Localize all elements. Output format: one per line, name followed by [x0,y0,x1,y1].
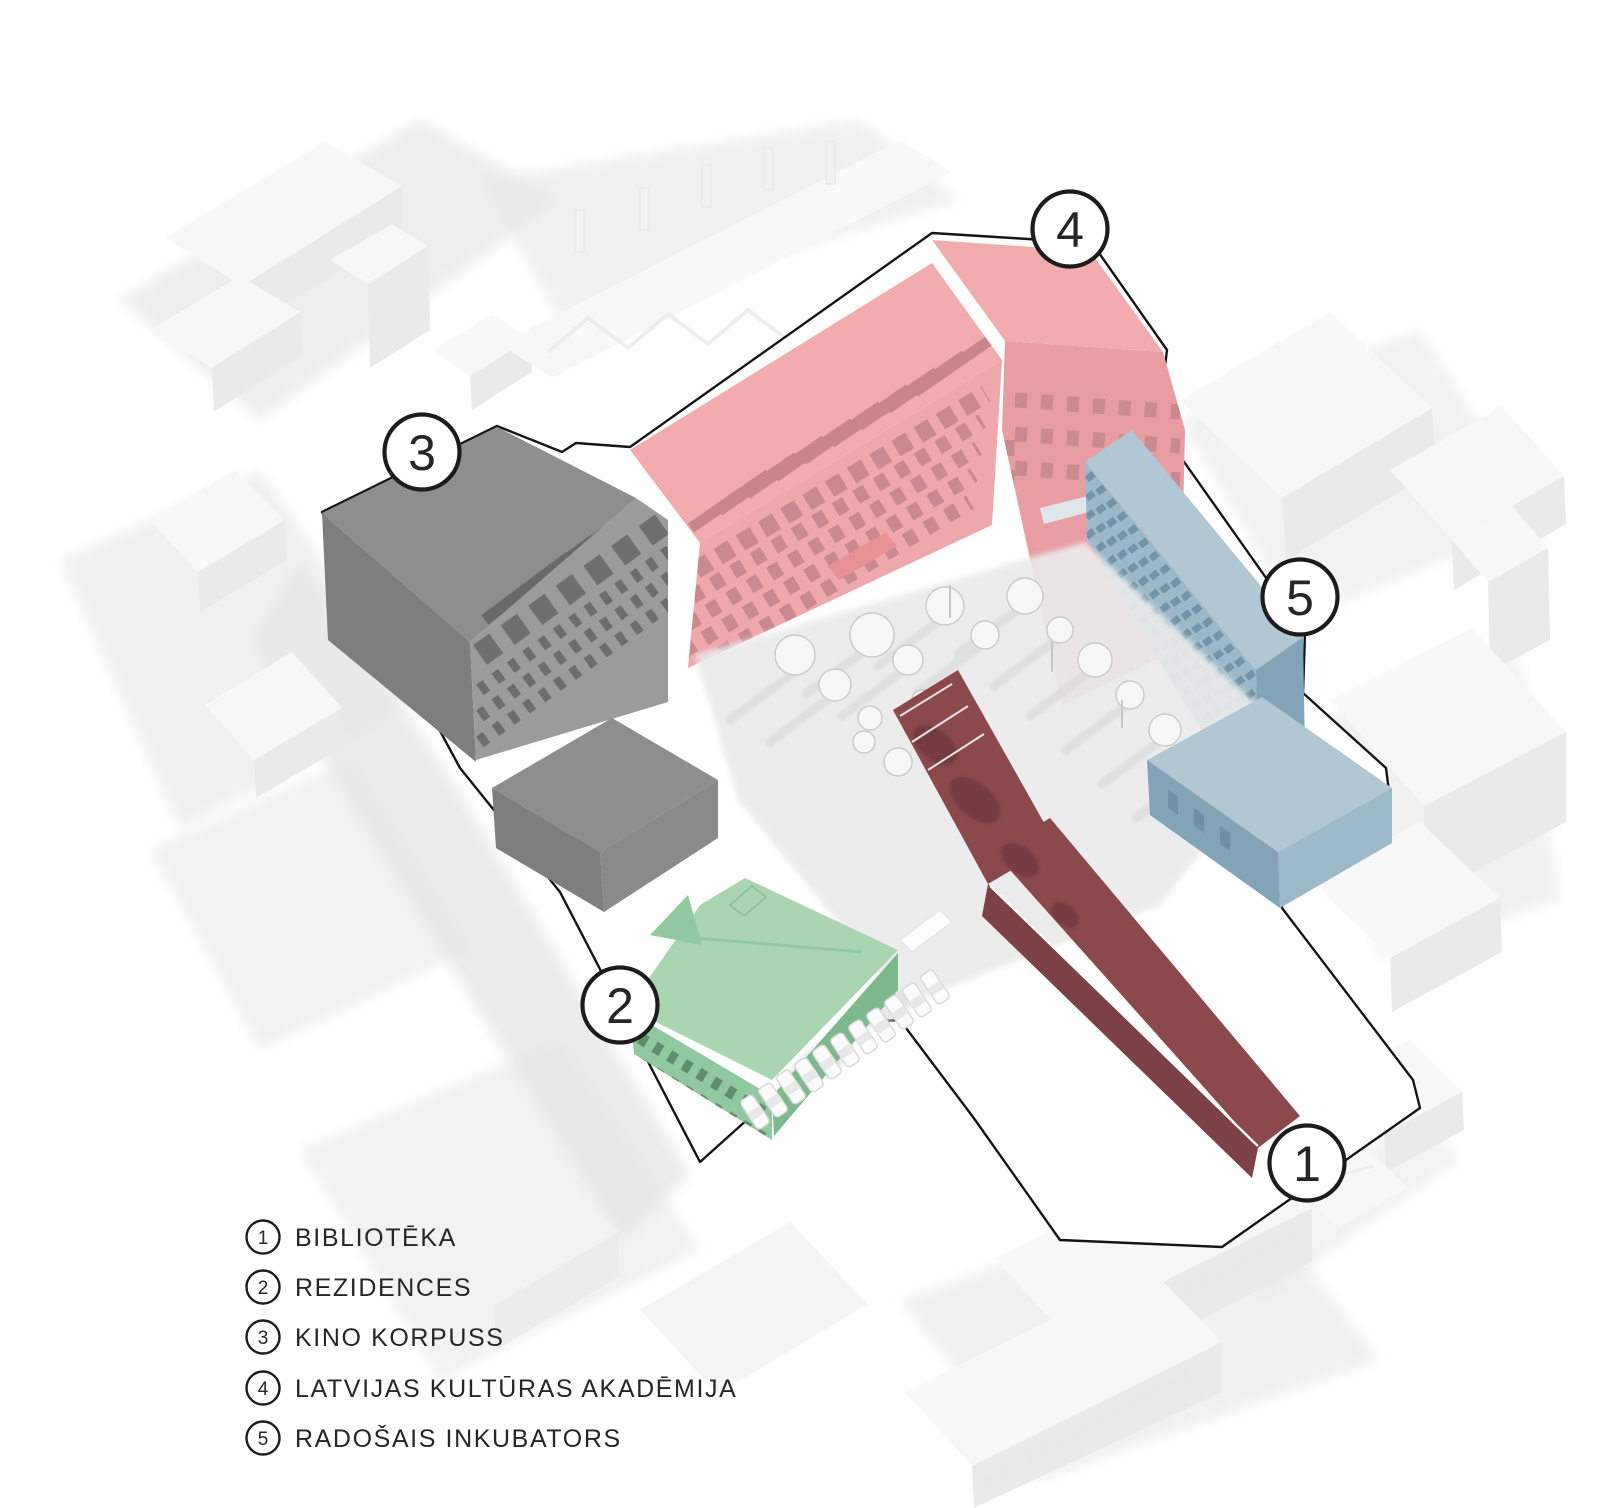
red-roof-tree-shade [912,724,1079,928]
badge-1-number: 1 [1293,1136,1321,1192]
parking-lot [740,969,950,1130]
badge-4-number: 4 [1056,202,1084,258]
badge-2-circle [580,965,660,1045]
courtyard-trees [774,577,1214,778]
badge-2: 2 [580,965,660,1045]
badge-3-number: 3 [408,425,436,481]
green-terrace [899,909,953,953]
legend-circle-5 [245,1420,281,1456]
ghost-city-context [60,120,1566,1508]
legend-circle-4 [245,1370,281,1406]
chimney-row [574,141,836,253]
legend-circle-2 [245,1269,281,1305]
legend-circle-3 [245,1319,281,1355]
ghost-buildings [150,140,1566,1508]
badge-5-circle [1260,557,1340,637]
badge-3: 3 [382,412,462,492]
legend-number-3: 3 [258,1328,269,1349]
legend-label-5: RADOŠAIS INKUBATORS [295,1424,622,1453]
gray-facade-windows [472,512,668,748]
gray-side-wall [322,513,476,762]
red-side-wall [982,884,1258,1178]
badge-5: 5 [1260,557,1340,637]
parked-car [920,969,950,1005]
red-upper-roof [893,670,1056,884]
parked-car [848,1019,878,1055]
green-gable [650,895,702,945]
legend-label-1: BIBLIOTĒKA [295,1224,457,1252]
parked-car [740,1094,770,1130]
legend-number-1: 1 [258,1228,269,1249]
badge-1-circle [1267,1123,1347,1203]
legend-number-4: 4 [258,1379,269,1400]
parked-car [758,1082,788,1118]
blue-slab-roof [1085,430,1303,670]
green-dormer [728,885,768,917]
legend: 1 BIBLIOTĒKA 2 REZIDENCES 3 KINO KORPUSS… [245,1219,737,1456]
legend-item-biblioteka: 1 BIBLIOTĒKA [245,1219,457,1255]
bridge-link [1040,495,1096,524]
legend-number-5: 5 [258,1429,269,1450]
parked-car [866,1007,896,1043]
badge-3-circle [382,412,462,492]
pink-roof [630,263,1002,543]
parked-car [902,982,932,1018]
red-bar-roof [994,818,1300,1148]
badge-1: 1 [1267,1123,1347,1203]
badge-2-number: 2 [606,978,634,1034]
legend-item-kino-korpuss: 3 KINO KORPUSS [245,1319,505,1355]
pink-roof-skylights [687,333,997,533]
parked-car [794,1057,824,1093]
legend-item-akademija: 4 LATVIJAS KULTŪRAS AKADĒMIJA [245,1370,737,1406]
parked-car [812,1044,842,1080]
inkubators-low-box [1147,697,1392,908]
parked-car [776,1069,806,1105]
pink-wing-roof [932,240,1163,352]
parked-car [830,1032,860,1068]
legend-label-3: KINO KORPUSS [295,1324,505,1352]
legend-item-rezidences: 2 REZIDENCES [245,1269,472,1305]
badge-5-number: 5 [1286,570,1314,626]
legend-label-2: REZIDENCES [295,1274,472,1302]
badge-4-circle [1030,189,1110,269]
pergola-frames [899,683,985,771]
badges: 4 3 5 2 1 [382,189,1347,1203]
light-poles [949,585,1123,728]
badge-4: 4 [1030,189,1110,269]
gray-annex [492,718,718,912]
legend-item-inkubators: 5 RADOŠAIS INKUBATORS [245,1420,622,1456]
parked-car [884,994,914,1030]
building-biblioteka [852,670,1300,1178]
legend-number-2: 2 [258,1278,269,1299]
entrance-awning [828,532,897,580]
legend-label-4: LATVIJAS KULTŪRAS AKADĒMIJA [295,1375,737,1403]
legend-circle-1 [245,1219,281,1255]
